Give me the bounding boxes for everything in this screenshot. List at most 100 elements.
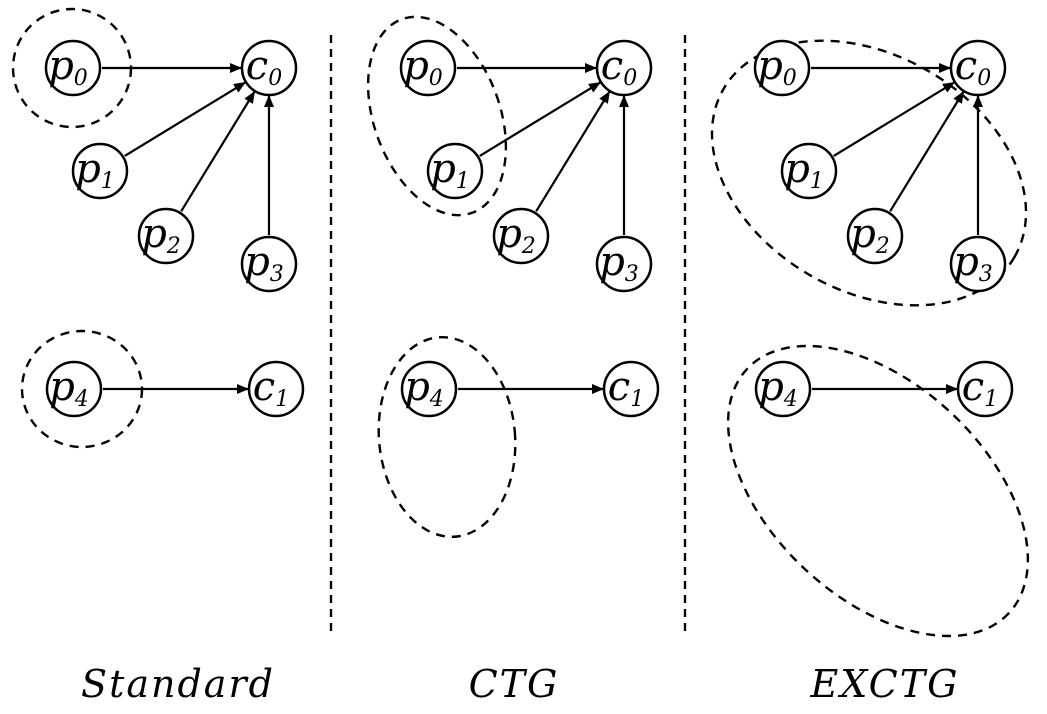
- node-circle-panel2-p3: [949, 235, 1007, 293]
- node-base-panel0-c1: c: [253, 364, 275, 410]
- node-sub-panel0-p4: 4: [74, 387, 89, 412]
- node-panel1-p4: p4: [400, 360, 458, 418]
- node-circle-panel0-p1: [71, 142, 129, 200]
- node-panel0-p1: p1: [71, 142, 129, 200]
- node-label-panel1-p2: p2: [496, 211, 536, 259]
- node-base-panel0-c0: c: [246, 43, 268, 89]
- node-circle-panel2-p2: [846, 207, 904, 265]
- node-sub-panel2-c0: 0: [977, 66, 991, 91]
- node-label-panel0-p4: p4: [49, 364, 89, 412]
- node-panel0-p4: p4: [45, 360, 103, 418]
- node-sub-panel0-c1: 1: [275, 387, 289, 412]
- panel-label-exctg: EXCTG: [810, 662, 960, 706]
- panel-label-ctg: CTG: [469, 662, 560, 706]
- edges: [102, 63, 983, 394]
- node-panel1-p3: p3: [595, 235, 653, 293]
- node-base-panel0-p1: p: [75, 146, 101, 192]
- node-circle-panel1-p3: [595, 235, 653, 293]
- node-sub-panel2-p4: 4: [783, 387, 798, 412]
- node-base-panel1-p4: p: [404, 364, 430, 410]
- node-label-panel1-p1: p1: [430, 146, 470, 194]
- node-sub-panel2-p3: 3: [979, 262, 993, 287]
- node-circle-panel2-p4: [754, 360, 812, 418]
- node-base-panel0-p2: p: [141, 211, 167, 257]
- node-base-panel0-p0: p: [48, 43, 74, 89]
- node-sub-panel2-c1: 1: [984, 387, 998, 412]
- node-panel2-c0: c0: [949, 39, 1007, 97]
- node-circle-panel1-c0: [595, 39, 653, 97]
- node-panel2-p2: p2: [846, 207, 904, 265]
- node-sub-panel2-p2: 2: [875, 234, 890, 259]
- node-label-panel0-p1: p1: [75, 146, 115, 194]
- node-label-panel2-c1: c1: [962, 364, 998, 412]
- group-ellipse-panel1-p0-p1: [366, 15, 508, 217]
- node-label-panel2-p0: p0: [757, 43, 797, 91]
- node-panel1-p1: p1: [426, 142, 484, 200]
- node-panel2-c1: c1: [956, 360, 1014, 418]
- node-base-panel0-p3: p: [244, 239, 270, 285]
- node-panel1-p2: p2: [492, 207, 550, 265]
- node-circle-panel2-p1: [780, 142, 838, 200]
- edge-panel1-p1-to-c0: [479, 81, 601, 157]
- panel-label-standard: Standard: [81, 662, 275, 706]
- node-label-panel0-p2: p2: [141, 211, 181, 259]
- node-panel2-p3: p3: [949, 235, 1007, 293]
- node-panel0-p3: p3: [240, 235, 298, 293]
- node-sub-panel0-p1: 1: [101, 169, 115, 194]
- node-base-panel1-p3: p: [599, 239, 625, 285]
- node-sub-panel1-c0: 0: [623, 66, 637, 91]
- group-ellipse-panel2-p4: [726, 344, 1030, 638]
- node-circle-panel0-c0: [240, 39, 298, 97]
- node-sub-panel1-p0: 0: [429, 66, 443, 91]
- node-label-panel2-c0: c0: [955, 43, 991, 91]
- node-base-panel0-p4: p: [49, 364, 75, 410]
- edge-panel2-p1-to-c0: [833, 81, 955, 157]
- node-sub-panel2-p1: 1: [810, 169, 824, 194]
- node-panel1-c0: c0: [595, 39, 653, 97]
- node-circle-panel0-p4: [45, 360, 103, 418]
- node-base-panel2-p4: p: [758, 364, 784, 410]
- node-label-panel1-p0: p0: [403, 43, 443, 91]
- node-circle-panel0-c1: [247, 360, 305, 418]
- node-base-panel1-c1: c: [608, 364, 630, 410]
- node-label-panel1-c1: c1: [608, 364, 644, 412]
- group-ellipse-panel2-p0-p1-p2-p3: [710, 39, 1028, 307]
- node-circle-panel1-p2: [492, 207, 550, 265]
- node-circle-panel0-p3: [240, 235, 298, 293]
- node-circle-panel0-p0: [44, 39, 102, 97]
- edge-panel0-p2-to-c0: [180, 91, 256, 212]
- node-sub-panel2-p0: 0: [783, 66, 797, 91]
- node-circle-panel1-p0: [399, 39, 457, 97]
- node-base-panel2-p3: p: [953, 239, 979, 285]
- node-base-panel2-c1: c: [962, 364, 984, 410]
- node-label-panel2-p1: p1: [784, 146, 824, 194]
- node-label-panel1-p4: p4: [404, 364, 444, 412]
- node-label-panel0-p3: p3: [244, 239, 284, 287]
- node-label-panel0-p0: p0: [48, 43, 88, 91]
- node-base-panel1-c0: c: [601, 43, 623, 89]
- node-sub-panel0-c0: 0: [268, 66, 282, 91]
- node-panel0-p2: p2: [137, 207, 195, 265]
- node-label-panel1-p3: p3: [599, 239, 639, 287]
- node-sub-panel1-p3: 3: [625, 262, 639, 287]
- node-sub-panel0-p2: 2: [166, 234, 181, 259]
- edge-panel1-p2-to-c0: [535, 91, 611, 212]
- node-panel0-c1: c1: [247, 360, 305, 418]
- node-label-panel2-p4: p4: [758, 364, 798, 412]
- node-base-panel2-p1: p: [784, 146, 810, 192]
- node-base-panel1-p1: p: [430, 146, 456, 192]
- node-base-panel2-p0: p: [757, 43, 783, 89]
- node-circle-panel1-p4: [400, 360, 458, 418]
- node-panel1-p0: p0: [399, 39, 457, 97]
- node-circle-panel0-p2: [137, 207, 195, 265]
- group-ellipses: [11, 7, 1030, 638]
- node-panel2-p1: p1: [780, 142, 838, 200]
- edge-panel2-p2-to-c0: [889, 91, 965, 212]
- node-panel0-c0: c0: [240, 39, 298, 97]
- node-label-panel2-p3: p3: [953, 239, 993, 287]
- node-sub-panel0-p0: 0: [74, 66, 88, 91]
- node-base-panel1-p2: p: [496, 211, 522, 257]
